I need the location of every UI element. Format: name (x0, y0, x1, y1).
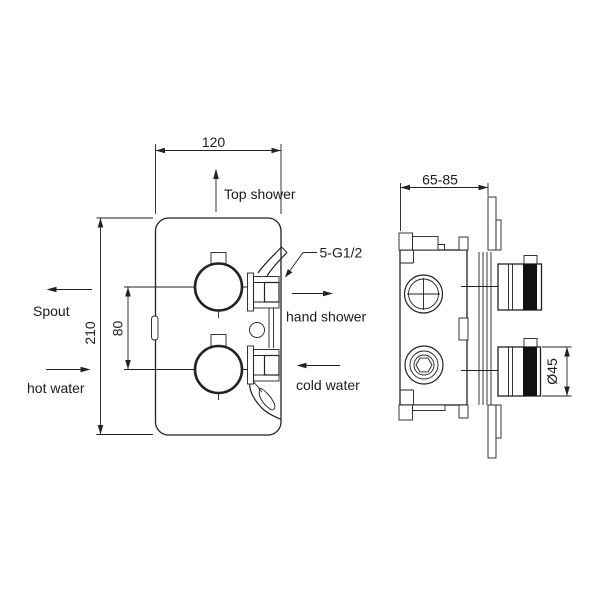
dim-120-arrow-right (271, 147, 281, 154)
dim-120-arrow-left (155, 147, 165, 154)
annotation-hand-shower: hand shower (286, 290, 367, 325)
hand-shower-label: hand shower (286, 309, 367, 325)
dim-dia-arrow-bottom (564, 386, 570, 396)
body-bottom-left-block (398, 404, 413, 421)
dim-120-label: 120 (202, 134, 226, 150)
annotation-thread-spec: 5-G1/2 (285, 245, 363, 278)
lower-handle-tab (210, 334, 227, 347)
upper-port-outer-circle (403, 274, 444, 314)
upper-port-body (263, 281, 280, 303)
escutcheon-screw-hole (249, 322, 265, 338)
wall-section (487, 196, 502, 459)
lower-handle-side-rings (508, 347, 513, 396)
upper-handle-front (193, 252, 244, 318)
escutcheon-top-inner-curve (257, 246, 282, 274)
dim-210-extension-lines (96, 217, 153, 435)
body-upper-port (403, 274, 444, 314)
lower-handle-side-tab (523, 338, 538, 348)
upper-handle-knob (193, 262, 244, 312)
top-shower-arrow-head (213, 168, 219, 179)
cold-water-label: cold water (296, 377, 360, 393)
annotation-spout: Spout (33, 286, 92, 319)
dim-80-arrow-top (125, 287, 131, 297)
lower-handle-side (497, 338, 542, 397)
lower-handle-knob (193, 344, 244, 395)
lower-handle-grip-band (523, 347, 537, 396)
wall-hatch-top (487, 196, 497, 251)
dimension-spacing-80: 80 (110, 287, 131, 370)
body-top-block (412, 236, 439, 251)
lower-port-cold-water (247, 345, 280, 385)
upper-port-flange (247, 272, 254, 312)
wall-hatch-bottom (487, 404, 497, 459)
dim-depth-arrow-right (478, 184, 488, 191)
body-lower-port (404, 345, 444, 385)
side-view: 65-85 Ø45 (398, 172, 572, 459)
dim-depth-extension-lines (400, 183, 489, 231)
body-top-inner-step (400, 250, 414, 264)
escutcheon-profile (249, 246, 288, 421)
hand-shower-arrow-head (323, 290, 333, 297)
dim-dia-label: Ø45 (544, 358, 560, 385)
annotation-hot-water: hot water (27, 366, 91, 396)
upper-handle-side-tab (523, 255, 538, 265)
dim-210-arrow-top (97, 218, 104, 228)
spout-detail-line (252, 380, 263, 393)
body-top-left-block (398, 232, 413, 251)
wall-tab-bottom (495, 404, 502, 439)
escutcheon-top-step (281, 246, 288, 253)
dimension-width-120: 120 (155, 134, 282, 214)
thread-leader-line (285, 252, 317, 277)
lower-port-body (263, 354, 280, 376)
upper-handle-side-rings (508, 264, 513, 310)
upper-handle-grip-band (523, 264, 537, 310)
escutcheon-top-outer-curve (266, 252, 288, 277)
body-bottom-inner-step (400, 389, 414, 405)
lower-port-hex-socket (415, 357, 433, 373)
cold-water-arrow-head (296, 362, 307, 369)
dimension-depth-65-85: 65-85 (400, 172, 489, 231)
valve-body-side (398, 232, 469, 421)
top-shower-label: Top shower (224, 186, 296, 202)
dim-80-label: 80 (110, 321, 126, 337)
dim-depth-arrow-left (400, 184, 410, 191)
trim-plate-section-lines (478, 252, 492, 405)
body-clip-bottom (458, 404, 469, 419)
spout-label: Spout (33, 303, 70, 319)
body-top-step (438, 244, 445, 250)
annotation-top-shower: Top shower (213, 168, 296, 212)
upper-port-hand-shower (247, 272, 280, 312)
thread-spec-label: 5-G1/2 (320, 245, 363, 261)
spout-inner-slot (258, 387, 276, 411)
dim-210-label: 210 (82, 321, 98, 345)
dimension-height-210: 210 (82, 217, 153, 435)
hot-water-arrow-head (80, 366, 91, 373)
dim-depth-label: 65-85 (422, 172, 458, 188)
upper-handle-side (497, 255, 543, 311)
lower-port-flange (247, 345, 254, 385)
front-view: 120 210 80 Top shower Spout (27, 134, 367, 436)
dim-80-arrow-bottom (125, 360, 131, 370)
dim-120-extension-lines (155, 144, 282, 214)
hot-water-label: hot water (27, 380, 85, 396)
body-bottom-ledge (412, 404, 446, 411)
dim-dia-arrow-top (564, 347, 570, 357)
annotation-cold-water: cold water (296, 362, 360, 393)
body-clip-top (458, 236, 469, 251)
lower-port-outer-circle (404, 345, 444, 385)
lower-port-mid-circle (409, 350, 439, 380)
upper-port-crosshair (407, 278, 440, 310)
thread-leader-arrow-head (285, 269, 293, 278)
faceplate-left-notch (151, 315, 159, 341)
body-clip-middle (458, 317, 469, 341)
dimension-handle-diameter: Ø45 (542, 346, 572, 397)
lower-handle-front (193, 334, 244, 400)
dim-210-arrow-bottom (97, 425, 104, 435)
lower-port-inner-circle (413, 354, 435, 376)
spout-outer-curve (249, 380, 282, 421)
spout-arrow-head (46, 286, 57, 293)
wall-tab-top (495, 219, 502, 251)
